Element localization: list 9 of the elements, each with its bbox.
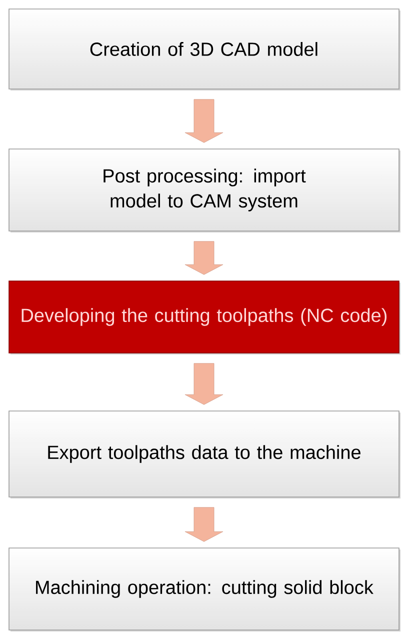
process-box: Export toolpaths data to the machine [8, 410, 400, 498]
process-box: Machining operation: cutting solid block [8, 548, 400, 632]
process-box: Post processing: import model to CAM system [8, 148, 400, 232]
block-arrow [184, 507, 224, 542]
block-arrow [184, 241, 224, 275]
block-arrow [184, 99, 224, 143]
process-box: Creation of 3D CAD model [8, 8, 400, 90]
process-box: Developing the cutting toolpaths (NC code) [8, 280, 400, 354]
block-arrow [184, 363, 224, 405]
